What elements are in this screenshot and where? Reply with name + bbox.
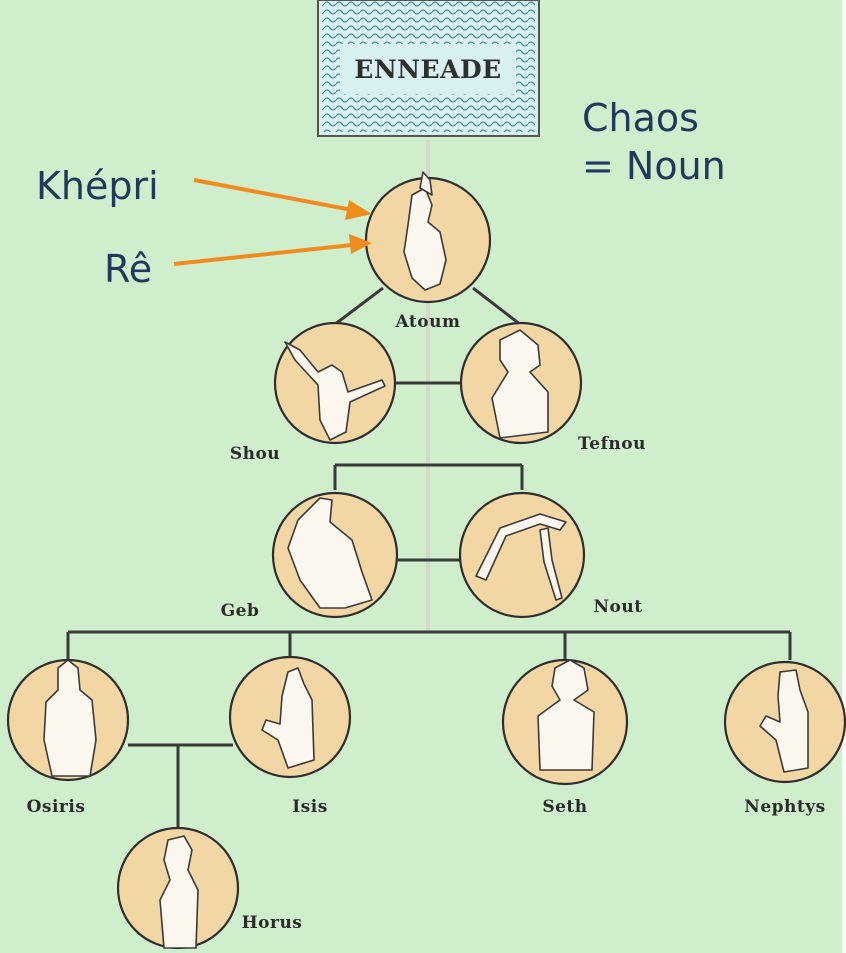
medallion-horus	[116, 826, 240, 950]
arrow-khepri	[193, 178, 372, 220]
label-isis: Isis	[292, 797, 328, 817]
medallion-atoum	[364, 171, 492, 304]
arrow-re	[173, 234, 372, 266]
medallion-shou	[273, 321, 397, 445]
label-osiris: Osiris	[27, 797, 86, 817]
medallion-nephtys	[723, 660, 846, 784]
label-nephtys: Nephtys	[744, 797, 825, 817]
label-tefnou: Tefnou	[578, 434, 646, 454]
medallion-seth	[501, 658, 629, 786]
annotation-re: Rê	[104, 247, 152, 291]
medallion-nout	[458, 491, 586, 619]
label-horus: Horus	[242, 913, 303, 933]
title-box: ENNEADE	[317, 0, 540, 137]
annotation-chaos: Chaos	[582, 96, 699, 140]
right-margin	[842, 0, 846, 953]
label-seth: Seth	[542, 797, 587, 817]
medallion-geb	[271, 491, 399, 619]
annotation-noun: = Noun	[582, 144, 726, 188]
label-geb: Geb	[221, 601, 260, 621]
medallion-osiris	[6, 658, 130, 782]
medallion-isis	[228, 655, 352, 779]
label-atoum: Atoum	[395, 312, 461, 332]
medallion-tefnou	[459, 321, 583, 445]
diagram-title: ENNEADE	[354, 55, 501, 84]
label-nout: Nout	[593, 597, 642, 617]
label-shou: Shou	[230, 444, 280, 464]
connector-lines	[66, 286, 792, 828]
annotation-khepri: Khépri	[36, 164, 159, 208]
